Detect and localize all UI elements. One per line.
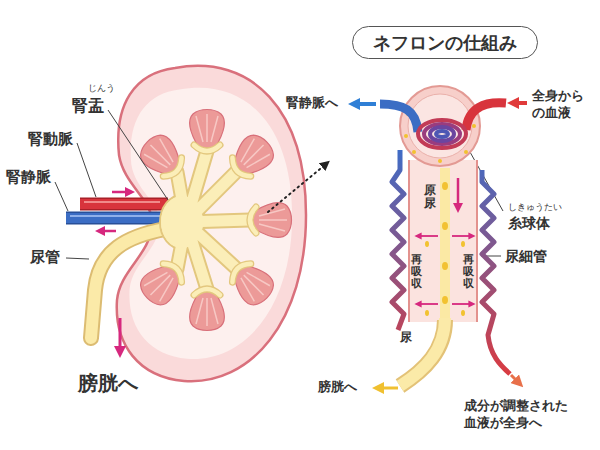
efferent-vessel (380, 104, 418, 132)
pelvis-fill (161, 196, 203, 248)
part-label: 腎動脈 (28, 130, 73, 150)
renal-pyramid (135, 256, 189, 310)
leader-lines (55, 110, 503, 259)
process-label: 尿 (400, 330, 412, 346)
renal-pyramid (225, 256, 279, 310)
part-label: 尿管 (30, 248, 60, 268)
flow-arrow (354, 102, 376, 106)
part-label: 腎盂 (72, 96, 104, 117)
flow-label: 膀胱へ (318, 379, 357, 396)
renal-vein (66, 213, 168, 223)
process-label: 再吸収 (463, 254, 474, 290)
flow-label: 腎静脈へ (286, 95, 338, 112)
renal-artery (80, 199, 168, 209)
part-label: 尿細管 (505, 247, 547, 265)
part-label: 糸球体 (508, 214, 550, 232)
process-label: 再吸収 (411, 254, 422, 290)
part-label: 腎静脈 (6, 168, 51, 188)
title-pill: ネフロンの仕組み (352, 26, 538, 59)
renal-pyramid (250, 203, 292, 238)
flow-label: 成分が調整された血液が全身へ (464, 398, 573, 432)
flow-arrow (511, 375, 519, 383)
ruby-reading: しきゅうたい (508, 202, 562, 214)
flow-arrow (119, 318, 122, 352)
diagram-title: ネフロンの仕組み (373, 32, 517, 53)
capillary (482, 170, 510, 374)
process-label: 原尿 (424, 184, 436, 210)
vein-outline (66, 212, 168, 225)
vein-shine (70, 215, 160, 217)
flow-arrow (457, 178, 460, 208)
flow-arrow (112, 191, 130, 194)
renal-pyramid (190, 110, 225, 152)
artery-shine (84, 201, 160, 203)
flow-arrow (100, 230, 116, 233)
renal-pyramid (135, 130, 189, 184)
urine-channel (440, 168, 450, 324)
nephron (354, 86, 527, 388)
glomerulus-coil (418, 120, 466, 148)
urine-tube (400, 318, 445, 386)
zoom-arrow (268, 164, 326, 212)
renal-pyramid (190, 289, 225, 331)
afferent-vessel (466, 103, 506, 130)
flow-label: 全身からの血液 (532, 88, 588, 122)
flow-label: 膀胱へ (78, 370, 138, 396)
capillary (392, 150, 404, 330)
renal-pyramid (225, 130, 279, 184)
flow-arrow (378, 387, 398, 390)
kidney (66, 66, 306, 381)
ruby-reading: じんう (88, 83, 115, 95)
flow-arrow (513, 101, 527, 105)
artery-outline (80, 198, 168, 211)
